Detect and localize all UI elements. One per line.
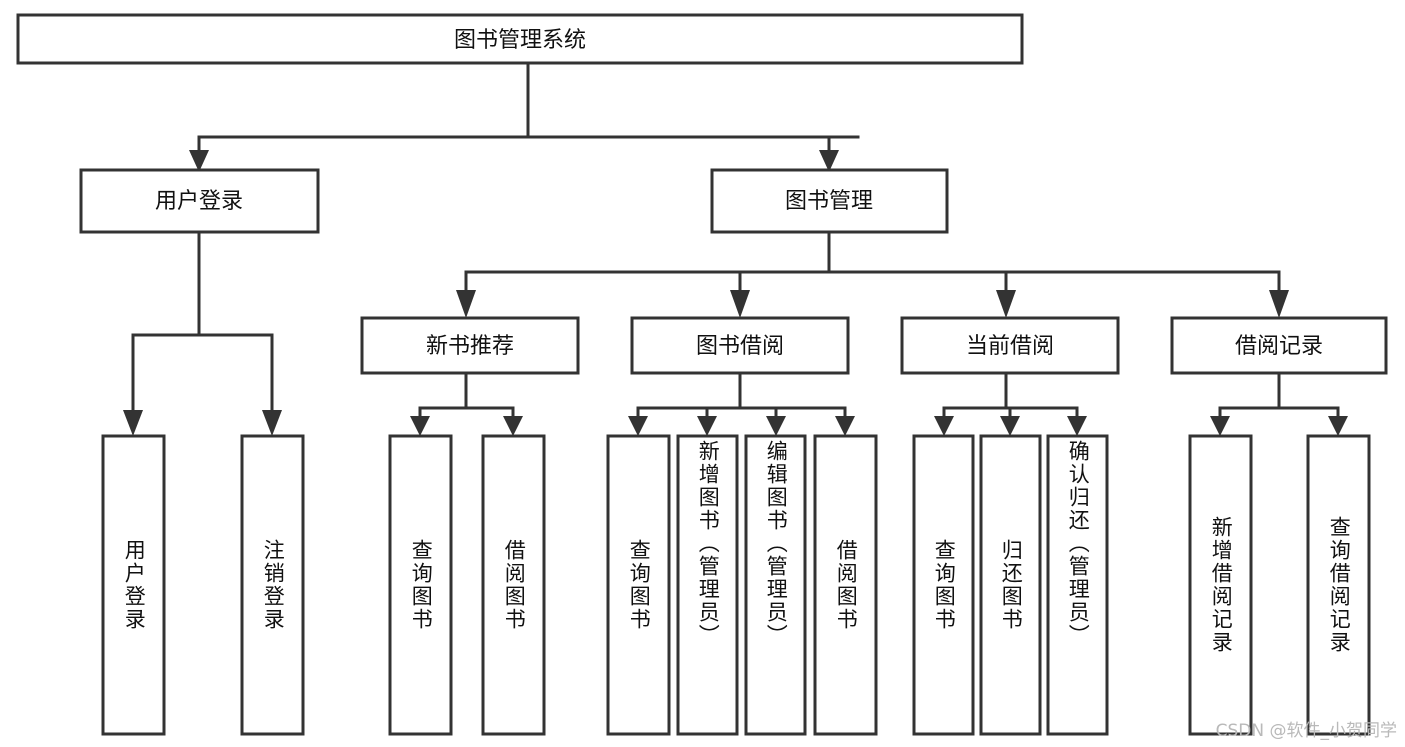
node-user-login-label: 用户登录 (155, 189, 243, 214)
connector-currentborrow-to-leaves (934, 371, 1087, 436)
connector-bookborrow-to-leaves (628, 371, 855, 436)
node-borrow-record-label: 借阅记录 (1235, 334, 1323, 359)
node-new-book-recommend-label: 新书推荐 (426, 334, 514, 359)
node-current-borrow[interactable]: 当前借阅 (900, 316, 1120, 375)
node-current-borrow-label: 当前借阅 (966, 334, 1054, 359)
leaf-box-logout-login[interactable] (240, 434, 305, 736)
leaf-box-edit-book[interactable] (744, 434, 807, 736)
node-book-management-label: 图书管理 (785, 189, 873, 214)
leaf-box-query-book-1[interactable] (388, 434, 453, 736)
node-borrow-record[interactable]: 借阅记录 (1170, 316, 1388, 375)
node-book-management[interactable]: 图书管理 (710, 168, 949, 234)
node-root[interactable]: 图书管理系统 (16, 13, 1024, 65)
node-book-borrow[interactable]: 图书借阅 (630, 316, 850, 375)
leaf-box-query-book-3[interactable] (912, 434, 975, 736)
leaf-box-query-book-2[interactable] (606, 434, 671, 736)
connector-bookmgmt-to-level3 (456, 230, 1289, 318)
leaf-box-add-book[interactable] (676, 434, 739, 736)
connector-borrowrecord-to-leaves (1210, 371, 1348, 436)
node-user-login[interactable]: 用户登录 (79, 168, 320, 234)
node-root-label: 图书管理系统 (454, 28, 586, 53)
leaf-box-return-book[interactable] (979, 434, 1042, 736)
connector-root-to-level2 (189, 61, 860, 172)
leaf-box-borrow-book-2[interactable] (813, 434, 878, 736)
connector-userlogin-to-leaves (123, 230, 282, 436)
leaf-box-user-login[interactable] (101, 434, 166, 736)
leaf-box-confirm-return[interactable] (1046, 434, 1109, 736)
leaf-box-borrow-book-1[interactable] (481, 434, 546, 736)
leaf-box-add-record[interactable] (1188, 434, 1253, 736)
node-book-borrow-label: 图书借阅 (696, 334, 784, 359)
leaf-box-query-record[interactable] (1306, 434, 1371, 736)
node-new-book-recommend[interactable]: 新书推荐 (360, 316, 580, 375)
connector-newbook-to-leaves (410, 371, 523, 436)
